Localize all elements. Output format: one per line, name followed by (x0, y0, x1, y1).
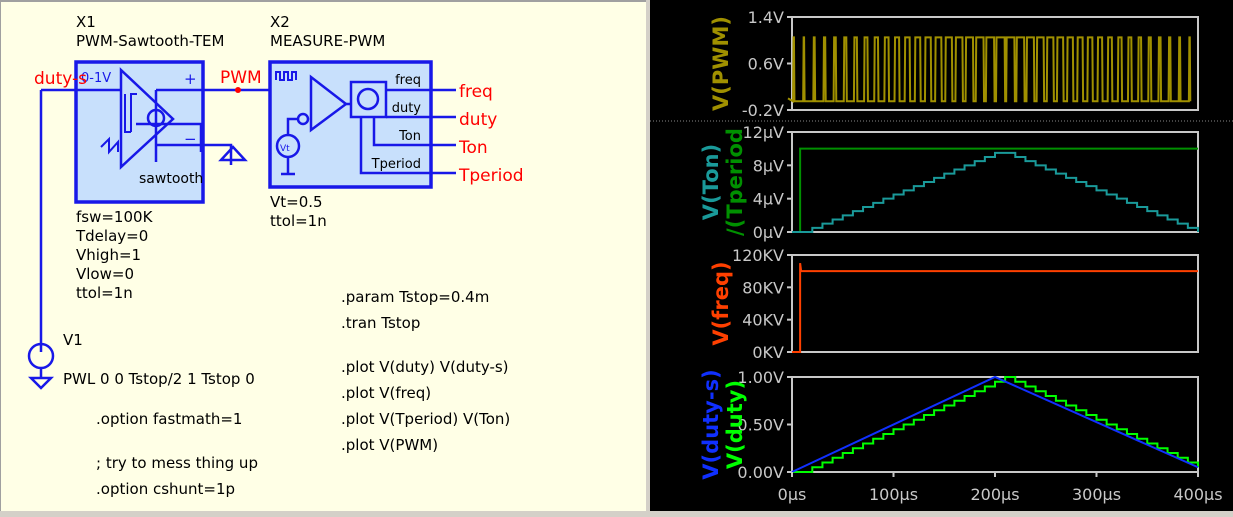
trace-ton (792, 151, 1199, 233)
plot-pane[interactable]: 120KV 80KV 40KV 0KV V(freq) (709, 246, 1199, 362)
trace-pwm (787, 36, 1192, 104)
net-duty[interactable]: duty (459, 110, 497, 130)
svg-text:.plot V(freq): .plot V(freq) (341, 384, 431, 402)
x1-name: PWM-Sawtooth-TEM (76, 32, 224, 50)
svg-text:; try to mess thing up: ; try to mess thing up (96, 454, 258, 472)
svg-text:.plot V(PWM): .plot V(PWM) (341, 436, 438, 454)
trace-duty (792, 376, 1199, 473)
plot-frame (791, 131, 1199, 233)
vt-source-icon (275, 133, 301, 159)
plus-sign: + (184, 70, 197, 88)
vt-label: Vt (280, 144, 290, 154)
svg-text:.plot V(duty) V(duty-s): .plot V(duty) V(duty-s) (341, 358, 509, 376)
x-tick-label: 200µs (970, 485, 1019, 504)
net-ton[interactable]: Ton (458, 138, 488, 158)
x1-block[interactable] (74, 60, 205, 204)
svg-text:.option cshunt=1p: .option cshunt=1p (96, 480, 235, 498)
y-tick-label: -0.2V (742, 101, 784, 120)
trace-duty-s (791, 375, 1199, 473)
sawtooth-port: sawtooth (139, 171, 203, 187)
trace-label[interactable]: /(Tperiod (723, 128, 747, 236)
trace-freq (792, 262, 1198, 353)
svg-text:Vlow=0: Vlow=0 (76, 265, 134, 283)
svg-text:.tran Tstop: .tran Tstop (341, 314, 420, 332)
y-tick-label: 1.00V (737, 368, 784, 387)
schematic-editor[interactable]: X1 PWM-Sawtooth-TEM X2 MEASURE-PWM sawto… (0, 0, 646, 511)
x1-params: fsw=100K Tdelay=0 Vhigh=1 Vlow=0 ttol=1n (75, 208, 154, 302)
plot-pane[interactable]: 1.4V 0.6V -0.2V V(PWM) (709, 8, 1199, 120)
y-tick-label: 120KV (732, 246, 784, 265)
svg-text:ttol=1n: ttol=1n (76, 284, 133, 302)
y-tick-label: 12µV (743, 123, 785, 142)
trace-label[interactable]: V(Ton) (699, 144, 723, 220)
x-tick-label: 400µs (1173, 485, 1222, 504)
trace-label[interactable]: V(freq) (709, 261, 733, 345)
plot-frame (791, 376, 1199, 473)
waveform-viewer[interactable]: 1.4V 0.6V -0.2V V(PWM) 12µV 8µV 4µV 0µV V(Ton)/(… (650, 0, 1233, 511)
x2-param: Vt=0.5 (270, 193, 323, 211)
svg-text:Tdelay=0: Tdelay=0 (75, 227, 148, 245)
plot-pane[interactable]: 12µV 8µV 4µV 0µV V(Ton)/(Tperiod (699, 123, 1199, 242)
minus-sign: − (184, 130, 197, 148)
y-tick-label: 0.6V (748, 55, 784, 74)
y-tick-label: 0µV (753, 223, 784, 242)
probe-marker (235, 87, 241, 93)
y-tick-label: 4µV (753, 190, 784, 209)
y-tick-label: 1.4V (748, 8, 784, 27)
x1-ref: X1 (76, 13, 96, 31)
options[interactable]: .option fastmath=1 ; try to mess thing u… (96, 410, 258, 498)
ground-icon (218, 145, 248, 162)
port-freq: freq (395, 73, 421, 88)
trace-label[interactable]: V(duty-s) (699, 369, 723, 479)
plot-frame (791, 254, 1199, 353)
svg-text:.param Tstop=0.4m: .param Tstop=0.4m (341, 288, 489, 306)
svg-text:.plot V(Tperiod) V(Ton): .plot V(Tperiod) V(Ton) (341, 410, 510, 428)
x-tick-label: 100µs (869, 485, 918, 504)
y-tick-label: 0.00V (737, 463, 784, 482)
y-tick-label: 0KV (752, 343, 784, 362)
trace-label[interactable]: V(PWM) (709, 16, 733, 111)
net-duty-s[interactable]: duty-s (34, 69, 87, 89)
y-tick-label: 40KV (742, 311, 784, 330)
y-tick-label: 80KV (742, 278, 784, 297)
trace-tperiod (792, 147, 1198, 233)
x2-param: ttol=1n (270, 212, 327, 230)
svg-text:.option fastmath=1: .option fastmath=1 (96, 410, 242, 428)
x2-name: MEASURE-PWM (270, 32, 385, 50)
v1-value[interactable]: PWL 0 0 Tstop/2 1 Tstop 0 (63, 370, 255, 388)
x-tick-label: 0µs (778, 485, 807, 504)
directives[interactable]: .param Tstop=0.4m .tran Tstop .plot V(du… (341, 288, 510, 454)
y-tick-label: 0.50V (737, 416, 784, 435)
net-freq[interactable]: freq (459, 82, 493, 102)
v1-ref: V1 (63, 331, 83, 349)
plot-pane[interactable]: 1.00V 0.50V 0.00V V(duty-s)V(duty) (699, 368, 1199, 482)
trace-label[interactable]: V(duty) (723, 380, 747, 469)
port-tperiod: Tperiod (371, 157, 421, 172)
svg-text:Vhigh=1: Vhigh=1 (76, 246, 141, 264)
port-ton: Ton (398, 129, 421, 144)
x2-ref: X2 (270, 13, 290, 31)
svg-text:fsw=100K: fsw=100K (76, 208, 154, 226)
x1-range: 0-1V (81, 71, 111, 86)
comparator-icon (119, 67, 175, 170)
x-tick-label: 300µs (1072, 485, 1121, 504)
schematic-canvas[interactable]: X1 PWM-Sawtooth-TEM X2 MEASURE-PWM sawto… (1, 2, 647, 513)
net-pwm[interactable]: PWM (220, 68, 262, 88)
y-tick-label: 8µV (753, 156, 784, 175)
net-tperiod[interactable]: Tperiod (458, 166, 524, 186)
port-duty: duty (392, 101, 422, 116)
